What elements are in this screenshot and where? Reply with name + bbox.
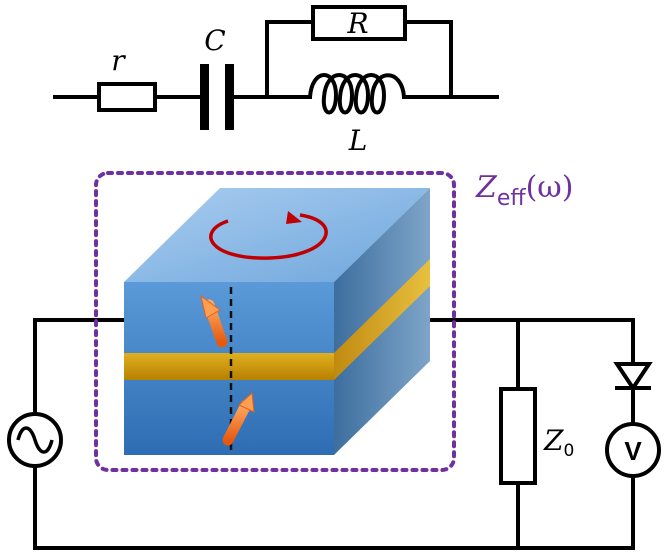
label-r: r [111,44,126,77]
series-rlc-circuit: r C R L [53,5,499,157]
sine-wave-icon [16,426,54,454]
inductor-coil [308,73,406,115]
cube-top-face [124,188,430,282]
voltmeter-label: V [624,436,642,466]
label-C: C [204,24,225,57]
measurement-circuit: Z0 V [7,318,661,550]
effective-impedance-box [94,171,456,472]
capacitor-plate-left [200,64,209,130]
precession-arrow [209,211,328,260]
capacitor-plate-right [225,64,234,130]
label-z0: Z0 [543,424,574,461]
spin-arrow-lower [222,391,255,446]
mtj-device [124,188,430,455]
tunnel-barrier-side [334,259,430,380]
label-R: R [346,7,368,40]
label-zeff: Zeff(ω) [475,170,573,211]
diode-icon [613,362,653,392]
resistor-z0 [499,387,537,485]
tunnel-barrier-front [124,353,334,380]
label-L: L [348,124,368,157]
resistor-r [97,82,157,112]
voltmeter [605,422,661,478]
spin-arrow-upper [200,294,228,348]
